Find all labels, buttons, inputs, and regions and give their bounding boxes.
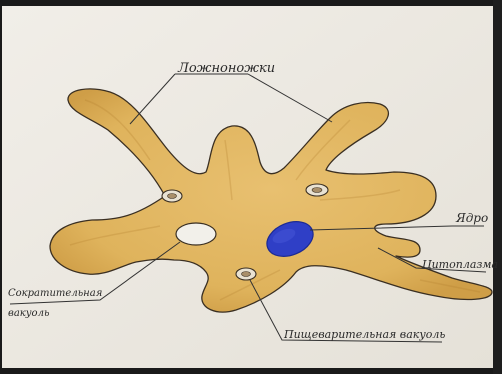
contractile-vacuole — [176, 223, 216, 245]
digestive-vacuole-top-left — [162, 190, 182, 202]
label-cytoplasm: Цитоплазма — [422, 258, 498, 271]
background-edge — [493, 0, 502, 374]
digestive-vacuole-top-right — [306, 184, 328, 196]
label-digestive-vacuole: Пищеварительная вакуоль — [283, 328, 445, 341]
label-nucleus: Ядро — [455, 211, 488, 225]
label-contractile-vacuole-line1: Сократительная — [8, 288, 102, 299]
label-contractile-vacuole-line2: вакуоль — [8, 308, 49, 319]
label-pseudopodia: Ложноножки — [177, 61, 275, 76]
digestive-vacuole-bottom — [236, 268, 256, 280]
